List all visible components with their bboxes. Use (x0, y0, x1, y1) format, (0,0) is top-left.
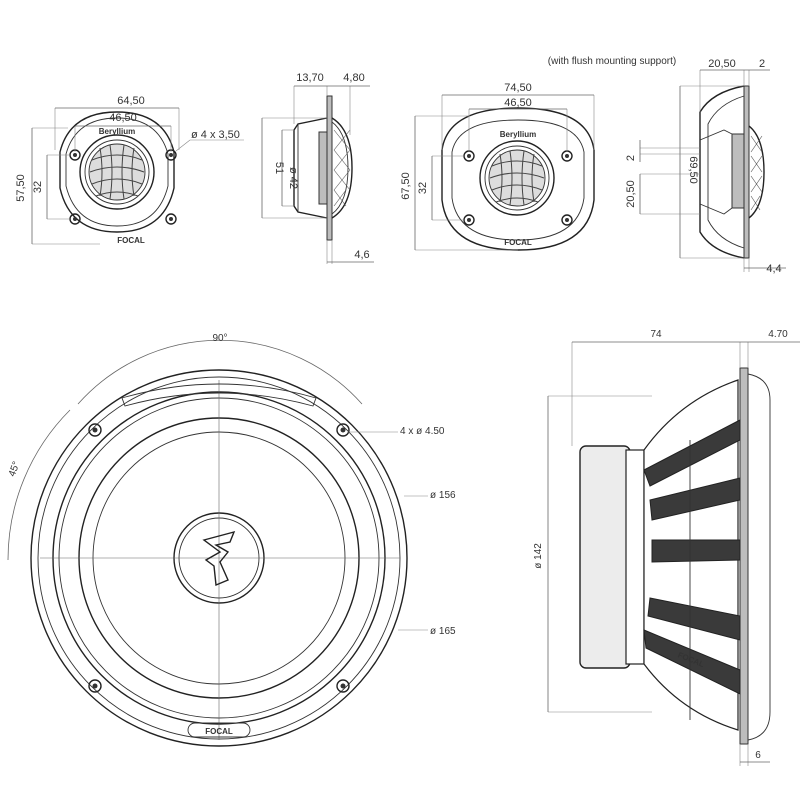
tweeter-label: Beryllium (99, 127, 135, 136)
flush-bottom-dim: 4,4 (766, 263, 781, 275)
flush-small-dim: 2 (625, 155, 637, 161)
tweeter-outer-width: 64,50 (117, 95, 145, 107)
woofer-flange: 4.70 (768, 329, 788, 340)
tweeter-side-view: 13,70 4,80 51 ø 42 4,6 (261, 72, 374, 264)
woofer-holes: 4 x ø 4.50 (400, 426, 445, 437)
flush-hole-spacing-h: 46,50 (504, 97, 532, 109)
tweeter-front-view: Beryllium FOCAL 64,50 46,50 57,50 32 ø 4 (15, 95, 244, 245)
tweeter-height: 51 (273, 162, 285, 174)
woofer-cutout: ø 156 (430, 490, 456, 501)
woofer-front-view: 90° 45° FOCAL 4 x ø 4.50 ø 156 ø 165 (7, 333, 456, 747)
woofer-angle-45: 45° (7, 460, 23, 478)
woofer-side-view: FOCAL 74 4.70 ø 142 6 (533, 329, 800, 766)
flush-side-view: (with flush mounting support) 20,50 2 69… (548, 56, 786, 275)
woofer-front-brand: FOCAL (205, 727, 233, 736)
tweeter-diameter: ø 42 (287, 167, 299, 189)
tweeter-hole-spacing-h: 46,50 (109, 112, 137, 124)
flush-outer-width: 74,50 (504, 82, 532, 94)
flush-flange: 2 (759, 58, 765, 70)
tweeter-depth: 13,70 (296, 72, 324, 84)
tweeter-flange-thickness: 4,6 (354, 249, 369, 261)
flush-brand: FOCAL (504, 238, 532, 247)
flush-depth: 20,50 (708, 58, 736, 70)
flush-front-view: Beryllium FOCAL 74,50 46,50 67,50 32 (400, 82, 595, 251)
flush-hole-spacing-v: 32 (417, 182, 429, 194)
flush-label: Beryllium (500, 130, 536, 139)
flush-outer-height: 67,50 (400, 172, 412, 200)
tweeter-flange: 4,80 (343, 72, 364, 84)
flush-note: (with flush mounting support) (548, 56, 676, 67)
tweeter-holes: ø 4 x 3,50 (191, 129, 240, 141)
tweeter-hole-spacing-v: 32 (32, 181, 44, 193)
tweeter-brand: FOCAL (117, 236, 145, 245)
woofer-diameter: ø 142 (533, 543, 544, 569)
tweeter-outer-height: 57,50 (15, 174, 27, 202)
woofer-depth: 74 (650, 329, 662, 340)
flush-height: 69,50 (687, 156, 699, 184)
flush-mid-dim: 20,50 (625, 180, 637, 208)
woofer-outer: ø 165 (430, 626, 456, 637)
woofer-bottom-dim: 6 (755, 750, 761, 761)
woofer-angle-90: 90° (212, 333, 227, 344)
